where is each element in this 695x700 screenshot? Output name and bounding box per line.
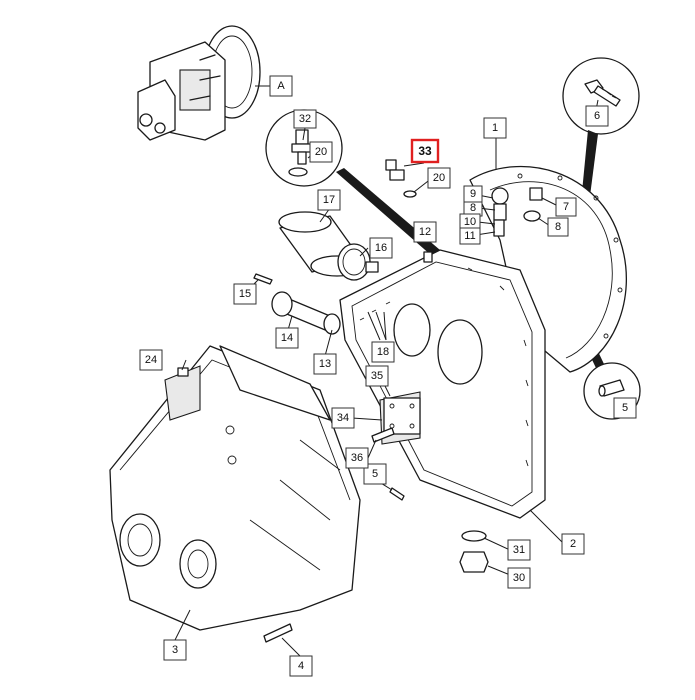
callout-9[interactable]: 9 bbox=[463, 185, 483, 203]
callout-label: 18 bbox=[377, 346, 389, 358]
callout-12[interactable]: 12 bbox=[413, 221, 437, 243]
callout-label: 3 bbox=[172, 644, 178, 656]
callout-label: 24 bbox=[145, 354, 157, 366]
callout-label: 16 bbox=[375, 242, 387, 254]
screw-15 bbox=[253, 273, 273, 285]
callout-label: 35 bbox=[371, 370, 383, 382]
callout-36[interactable]: 36 bbox=[345, 447, 369, 469]
callout-label: 12 bbox=[419, 226, 431, 238]
callout-5-housing[interactable]: 5 bbox=[363, 463, 387, 485]
drain-plug bbox=[365, 261, 379, 273]
callout-label: 14 bbox=[281, 332, 293, 344]
dowel-5 bbox=[389, 487, 405, 501]
callout-20-detail[interactable]: 20 bbox=[309, 141, 333, 163]
callout-label: A bbox=[277, 80, 285, 92]
callout-label: 32 bbox=[299, 113, 311, 125]
callout-32[interactable]: 32 bbox=[293, 109, 317, 129]
callout-label: 20 bbox=[315, 146, 327, 158]
bell-housing-adapter bbox=[469, 166, 628, 373]
callout-30[interactable]: 30 bbox=[507, 567, 531, 589]
callout-11[interactable]: 11 bbox=[459, 227, 481, 245]
callout-label: 11 bbox=[464, 230, 475, 242]
callout-label: 4 bbox=[298, 660, 304, 672]
callout-14[interactable]: 14 bbox=[275, 327, 299, 349]
callout-label: 36 bbox=[351, 452, 363, 464]
callout-label: 13 bbox=[319, 358, 331, 370]
breather-fitting-33 bbox=[385, 159, 417, 198]
callout-24[interactable]: 24 bbox=[139, 349, 163, 371]
callout-17[interactable]: 17 bbox=[317, 189, 341, 211]
callout-label: 31 bbox=[513, 544, 525, 556]
fitting-7 bbox=[523, 187, 543, 222]
transmission-overview-illustration bbox=[137, 25, 272, 141]
callout-label: 34 bbox=[337, 412, 349, 424]
callout-10[interactable]: 10 bbox=[459, 213, 481, 231]
callout-A[interactable]: A bbox=[269, 75, 293, 97]
callout-8-right[interactable]: 8 bbox=[547, 217, 569, 237]
pin-12 bbox=[423, 251, 433, 263]
callout-33-highlighted[interactable]: 33 bbox=[410, 138, 440, 164]
nut-30 bbox=[459, 551, 489, 573]
callout-3[interactable]: 3 bbox=[163, 639, 187, 661]
callout-4[interactable]: 4 bbox=[289, 655, 313, 677]
callout-label: 1 bbox=[492, 122, 498, 134]
callout-16[interactable]: 16 bbox=[369, 237, 393, 259]
valve-stack bbox=[491, 187, 509, 237]
callout-label: 5 bbox=[622, 402, 628, 414]
callout-35[interactable]: 35 bbox=[365, 365, 389, 387]
callout-20-main[interactable]: 20 bbox=[427, 167, 451, 189]
bolt-4 bbox=[263, 623, 293, 643]
suction-tube bbox=[271, 291, 341, 335]
callout-label: 33 bbox=[418, 144, 432, 158]
callout-label: 8 bbox=[555, 221, 561, 233]
callout-label: 5 bbox=[372, 468, 378, 480]
callout-label: 10 bbox=[464, 216, 476, 228]
callout-18[interactable]: 18 bbox=[371, 341, 395, 363]
callout-31[interactable]: 31 bbox=[507, 539, 531, 561]
callout-label: 8 bbox=[470, 202, 476, 214]
callout-34[interactable]: 34 bbox=[331, 407, 355, 429]
callout-label: 15 bbox=[239, 288, 251, 300]
callout-label: 20 bbox=[433, 172, 445, 184]
callout-15[interactable]: 15 bbox=[233, 283, 257, 305]
bolt-detail-circle bbox=[562, 57, 640, 135]
callout-7[interactable]: 7 bbox=[555, 197, 577, 217]
washer-31 bbox=[461, 530, 487, 542]
callout-label: 30 bbox=[513, 572, 525, 584]
callout-6[interactable]: 6 bbox=[585, 105, 609, 127]
callout-label: 6 bbox=[594, 110, 600, 122]
bolt-36 bbox=[371, 427, 395, 443]
callout-label: 17 bbox=[323, 194, 335, 206]
transmission-case bbox=[109, 345, 361, 631]
detail-pointer-bolt bbox=[582, 130, 598, 196]
plug-24 bbox=[177, 367, 189, 377]
callout-5-dowel-detail[interactable]: 5 bbox=[613, 397, 637, 419]
callout-2[interactable]: 2 bbox=[561, 533, 585, 555]
callout-label: 9 bbox=[470, 188, 476, 200]
callout-label: 7 bbox=[563, 201, 569, 213]
callout-1[interactable]: 1 bbox=[483, 117, 507, 139]
callout-label: 2 bbox=[570, 538, 576, 550]
callout-13[interactable]: 13 bbox=[313, 353, 337, 375]
